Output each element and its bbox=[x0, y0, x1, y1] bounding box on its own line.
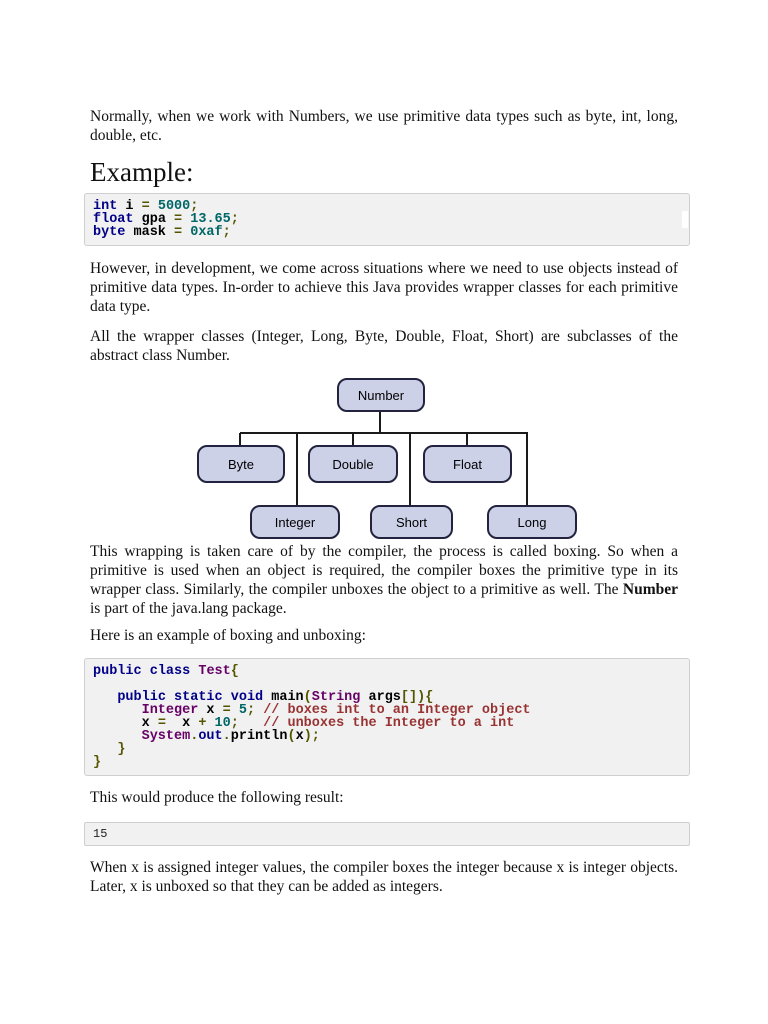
code-block-boxing-example: public class Test{ public static void ma… bbox=[84, 658, 690, 776]
paragraph-boxing-text: This wrapping is taken care of by the co… bbox=[90, 543, 678, 598]
code-line: } bbox=[117, 742, 126, 757]
diagram-node-integer: Integer bbox=[250, 505, 340, 539]
paragraph-conclusion: When x is assigned integer values, the c… bbox=[90, 859, 678, 895]
paragraph-boxing: This wrapping is taken care of by the co… bbox=[90, 542, 678, 618]
code-line: Integer x = 5; // boxes int to an Intege… bbox=[141, 703, 531, 718]
code-line: public class Test{ bbox=[93, 664, 239, 679]
diagram-connectors bbox=[239, 412, 528, 506]
result-block: 15 bbox=[84, 822, 690, 846]
code-line: x = x + 10; // unboxes the Integer to a … bbox=[93, 716, 515, 731]
code-line: int i = 5000; bbox=[93, 199, 199, 214]
code-line: byte mask = 0xaf; bbox=[93, 225, 231, 240]
paragraph-example-lead: Here is an example of boxing and unboxin… bbox=[90, 627, 366, 644]
diagram-node-float: Float bbox=[423, 445, 512, 483]
diagram-node-double: Double bbox=[308, 445, 398, 483]
diagram-node-short: Short bbox=[370, 505, 453, 539]
scrollbar-thumb[interactable] bbox=[682, 211, 688, 228]
paragraph-intro: Normally, when we work with Numbers, we … bbox=[90, 108, 678, 144]
code-block-primitives: int i = 5000;float gpa = 13.65;byte mask… bbox=[84, 193, 690, 246]
document-content: Normally, when we work with Numbers, we … bbox=[84, 0, 690, 896]
diagram-node-number: Number bbox=[337, 378, 425, 412]
paragraph-boxing-tail: is part of the java.lang package. bbox=[90, 600, 287, 617]
code-line: System.out.println(x); bbox=[141, 729, 320, 744]
paragraph-subclasses: All the wrapper classes (Integer, Long, … bbox=[90, 328, 678, 364]
code-line: float gpa = 13.65; bbox=[93, 212, 239, 227]
code-line: public static void main(String args[]){ bbox=[117, 690, 434, 705]
diagram-node-byte: Byte bbox=[197, 445, 285, 483]
diagram-node-long: Long bbox=[487, 505, 577, 539]
heading-example: Example: bbox=[90, 157, 194, 187]
paragraph-wrapper-classes: However, in development, we come across … bbox=[90, 260, 678, 315]
paragraph-boxing-bold-number: Number bbox=[622, 581, 678, 598]
code-line: } bbox=[93, 755, 102, 770]
paragraph-result-lead: This would produce the following result: bbox=[90, 789, 344, 806]
